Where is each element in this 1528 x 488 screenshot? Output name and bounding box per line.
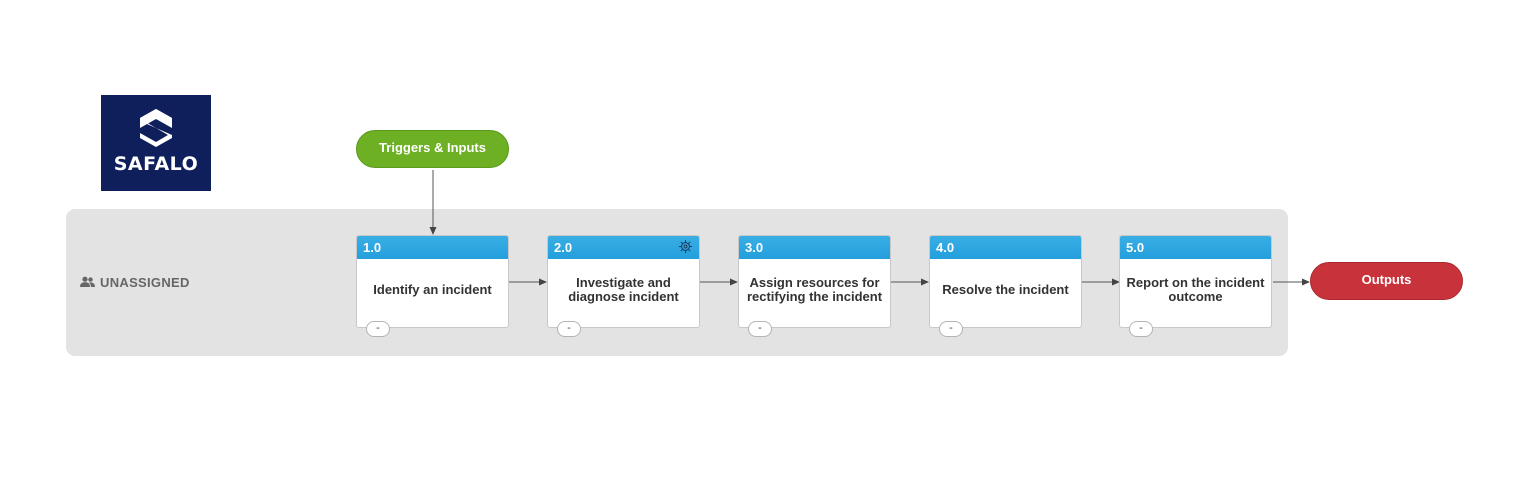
step-badge[interactable]: - [939,321,963,337]
process-step-2[interactable]: 2.0 Investigate and diagnose incident - [547,235,700,337]
process-step-3[interactable]: 3.0 Assign resources for rectifying the … [738,235,891,337]
safalo-logo: SAFALO [101,95,211,191]
process-step-5[interactable]: 5.0 Report on the incident outcome - [1119,235,1272,337]
step-number: 5.0 [1126,240,1145,255]
step-number: 2.0 [554,240,573,255]
step-title: Resolve the incident [942,282,1069,297]
step-badge[interactable]: - [1129,321,1153,337]
safalo-logo-mark-icon [140,109,172,147]
step-number: 1.0 [363,240,382,255]
step-header: 1.0 [357,236,508,259]
step-header: 4.0 [930,236,1081,259]
step-header: 5.0 [1120,236,1271,259]
logo-wordmark: SAFALO [113,153,199,175]
step-badge[interactable]: - [557,321,581,337]
step-title: Assign resources for rectifying the inci… [746,275,883,304]
process-step-1[interactable]: 1.0 Identify an incident - [356,235,509,337]
process-step-4[interactable]: 4.0 Resolve the incident - [929,235,1082,337]
step-title: Identify an incident [373,282,492,297]
step-number: 4.0 [936,240,955,255]
outputs-node[interactable]: Outputs [1310,262,1463,300]
gear-icon[interactable] [678,239,693,254]
lane-label: UNASSIGNED [80,274,190,290]
step-header: 3.0 [739,236,890,259]
users-icon [80,276,95,287]
step-number: 3.0 [745,240,764,255]
lane-label-text: UNASSIGNED [100,274,190,290]
step-header: 2.0 [548,236,699,259]
triggers-inputs-node[interactable]: Triggers & Inputs [356,130,509,168]
step-badge[interactable]: - [366,321,390,337]
step-badge[interactable]: - [748,321,772,337]
step-title: Investigate and diagnose incident [568,275,679,304]
step-title: Report on the incident outcome [1126,275,1265,304]
